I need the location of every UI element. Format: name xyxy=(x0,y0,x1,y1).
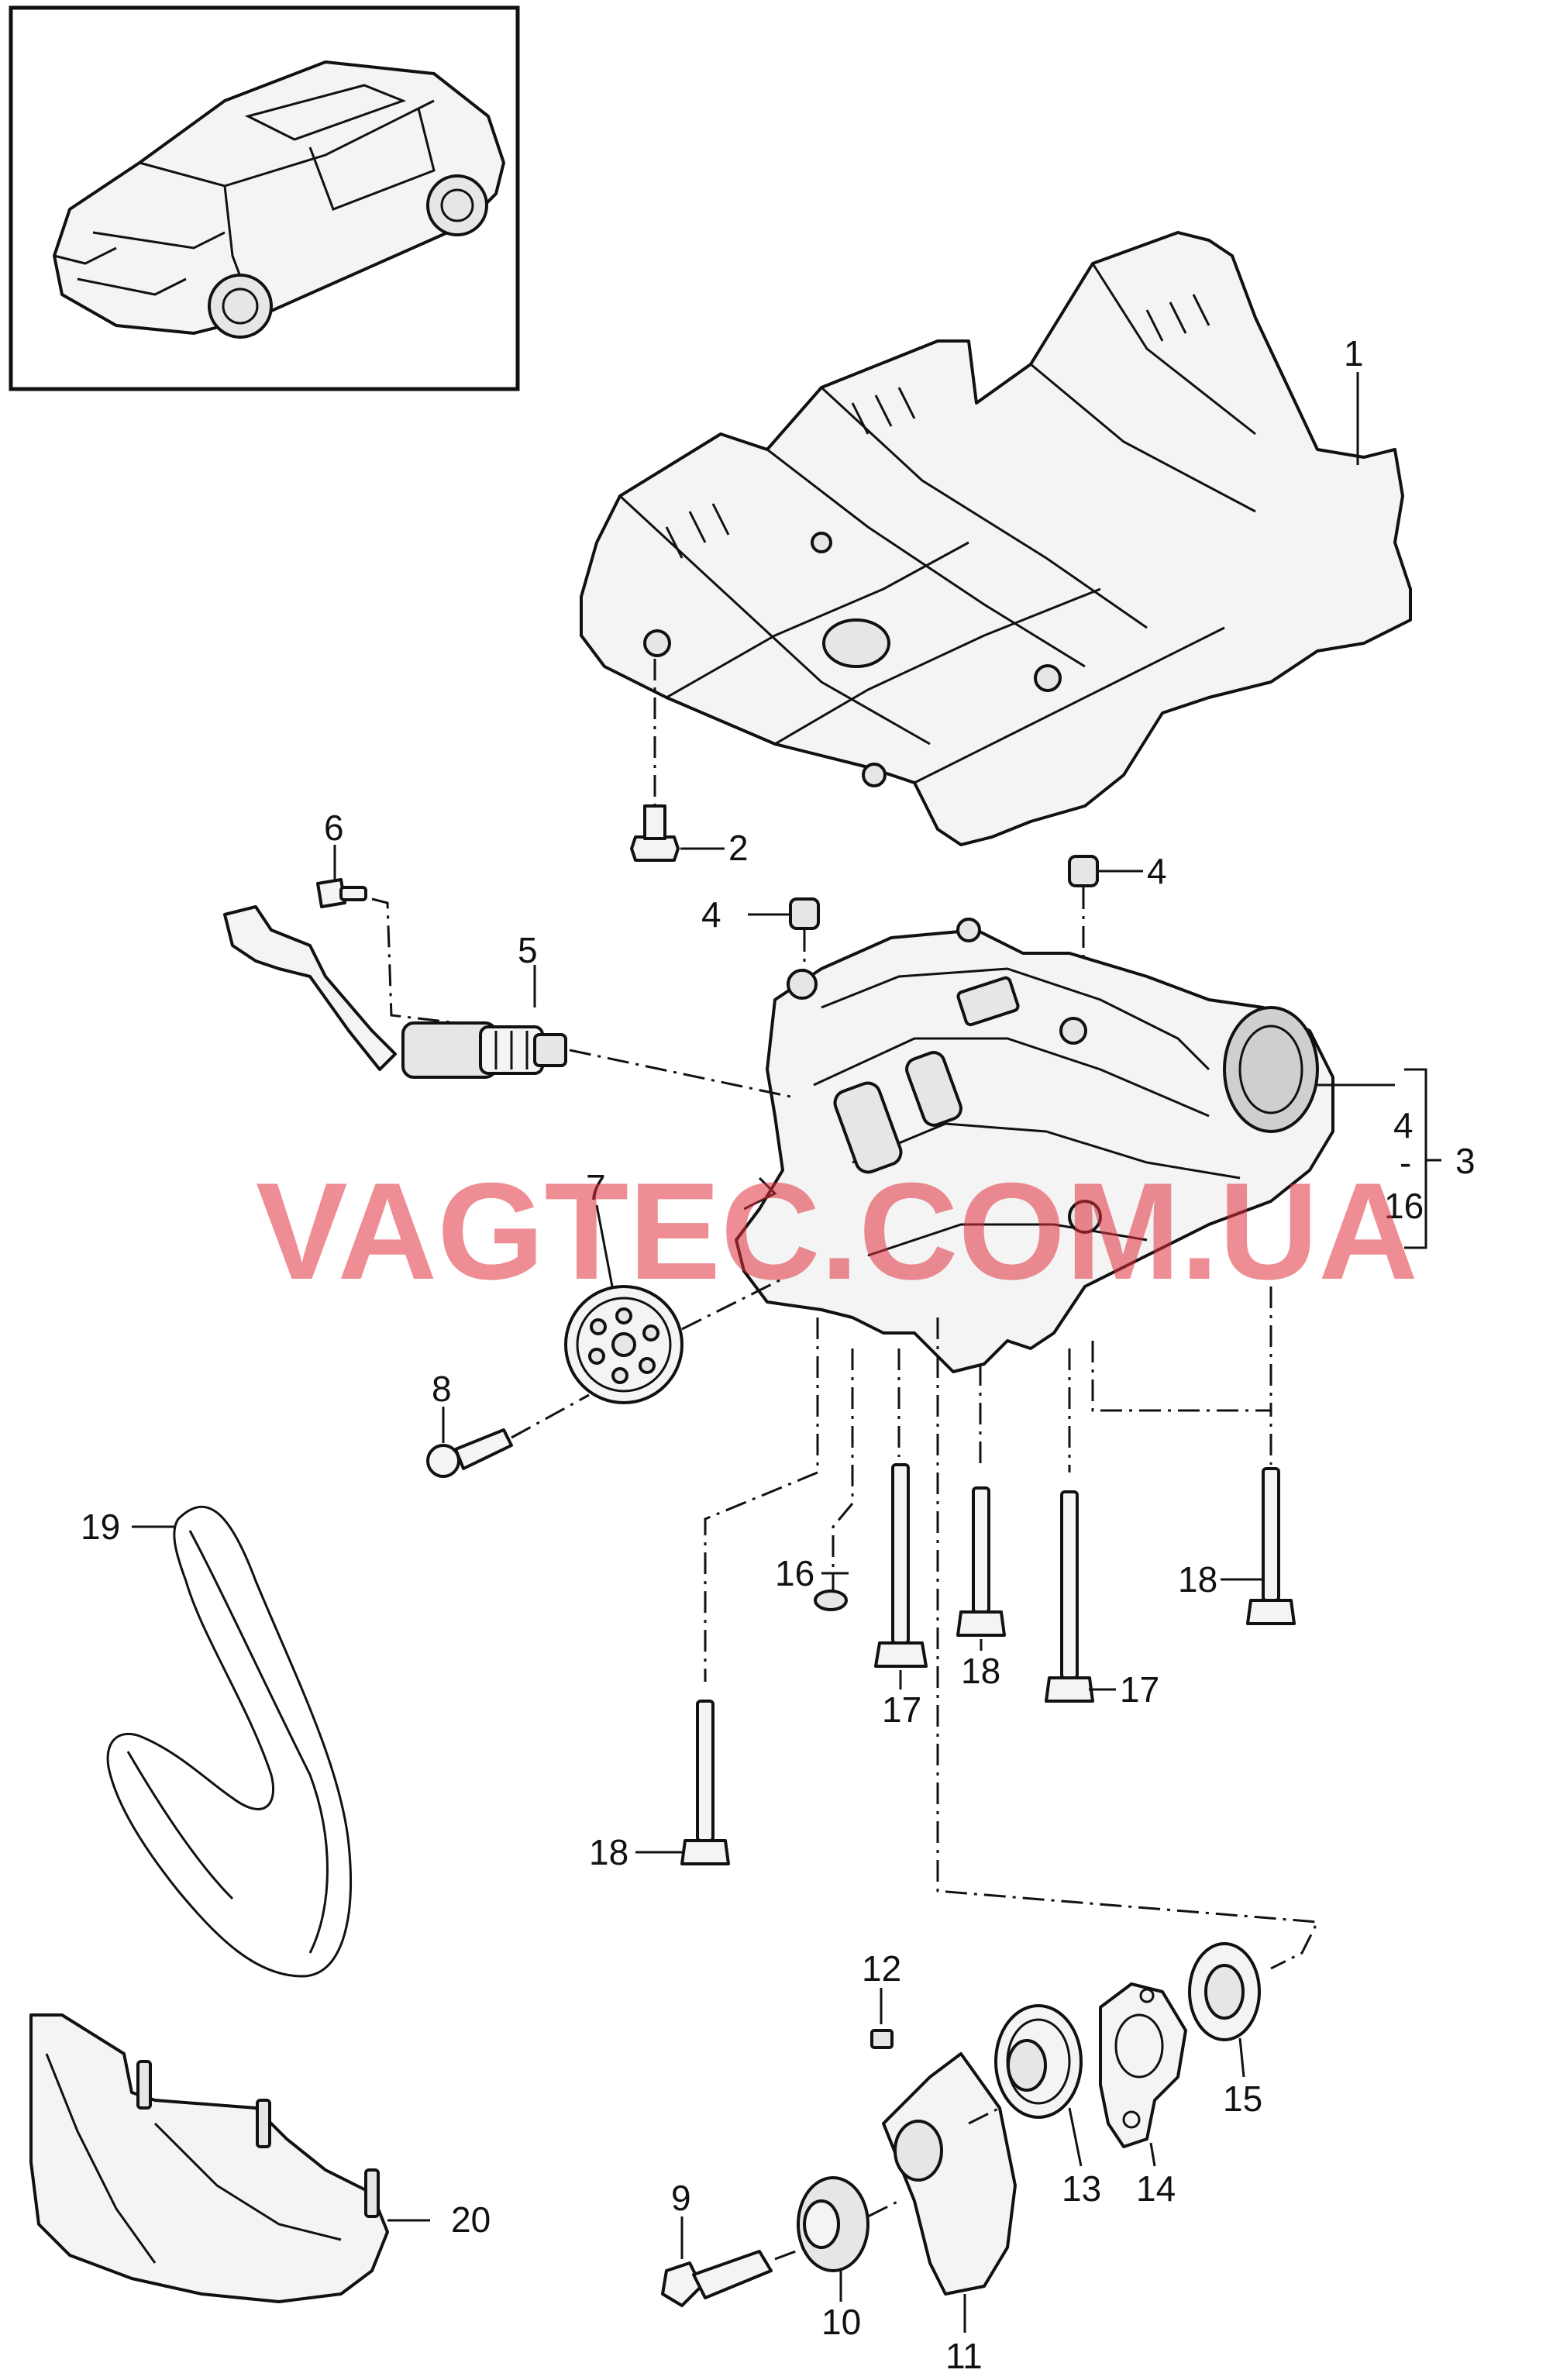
callout-16: 16 xyxy=(775,1553,814,1593)
callout-4-range: 4 xyxy=(1393,1105,1414,1145)
part-5-solenoid-valve xyxy=(223,905,567,1079)
part-4-plug-b xyxy=(789,897,820,930)
part-11-counterweight xyxy=(882,2052,1017,2296)
callout-20: 20 xyxy=(451,2199,491,2240)
part-20-chain-guide xyxy=(29,2013,389,2303)
callout-5: 5 xyxy=(518,930,538,970)
callout-16-range: 16 xyxy=(1384,1186,1424,1226)
callout-2: 2 xyxy=(728,828,749,868)
vehicle-thumbnail xyxy=(9,5,520,391)
callout-14: 14 xyxy=(1136,2168,1176,2209)
part-17-bolt-b xyxy=(1045,1490,1094,1703)
part-9-bolt xyxy=(661,2250,773,2307)
part-14-gasket xyxy=(1099,1982,1187,2148)
callout-18-right: 18 xyxy=(1178,1559,1217,1600)
part-16-seal-ring xyxy=(814,1590,848,1611)
vehicle-thumbnail-icon xyxy=(53,60,505,339)
callout-10: 10 xyxy=(821,2302,861,2342)
callout-8: 8 xyxy=(432,1369,452,1409)
part-18-bolt-b xyxy=(1246,1467,1296,1625)
callout-11: 11 xyxy=(945,2336,983,2376)
watermark-text: VAGTEC.COM.UA xyxy=(256,1154,1418,1308)
callout-18-left: 18 xyxy=(589,1832,628,1872)
part-8-bolt xyxy=(426,1428,513,1478)
part-1-oil-pan-upper xyxy=(580,231,1412,846)
callout-1: 1 xyxy=(1344,333,1364,374)
callout-12: 12 xyxy=(862,1948,901,1989)
callout-15: 15 xyxy=(1223,2079,1262,2119)
callout-6: 6 xyxy=(324,808,344,848)
part-10-bushing xyxy=(797,2176,869,2272)
part-12-key xyxy=(870,2029,894,2049)
callout-3: 3 xyxy=(1455,1141,1476,1181)
part-2-bolt xyxy=(630,804,680,862)
part-18-bolt-a xyxy=(956,1486,1006,1637)
callout-4-upper: 4 xyxy=(1147,851,1167,891)
callout-19: 19 xyxy=(81,1507,120,1547)
part-18-bolt-c xyxy=(680,1700,730,1865)
callout-17-right: 17 xyxy=(1120,1669,1159,1710)
part-7-sprocket xyxy=(564,1285,684,1404)
part-19-timing-chain xyxy=(106,1505,352,1978)
callout-9: 9 xyxy=(671,2178,691,2218)
part-6-bolt xyxy=(316,878,367,908)
callout-4-left: 4 xyxy=(701,894,721,935)
part-13-gear xyxy=(994,2004,1083,2119)
callout-7: 7 xyxy=(586,1167,606,1207)
part-15-seal-washer xyxy=(1188,1942,1261,2041)
callout-range-dash: - xyxy=(1400,1142,1411,1183)
callout-13: 13 xyxy=(1062,2168,1101,2209)
part-3-oil-pump-housing xyxy=(735,918,1334,1373)
part-17-bolt-a xyxy=(874,1463,928,1668)
callout-17-left: 17 xyxy=(882,1689,921,1730)
callout-18-middle: 18 xyxy=(961,1651,1000,1691)
part-4-plug-a xyxy=(1068,855,1099,887)
